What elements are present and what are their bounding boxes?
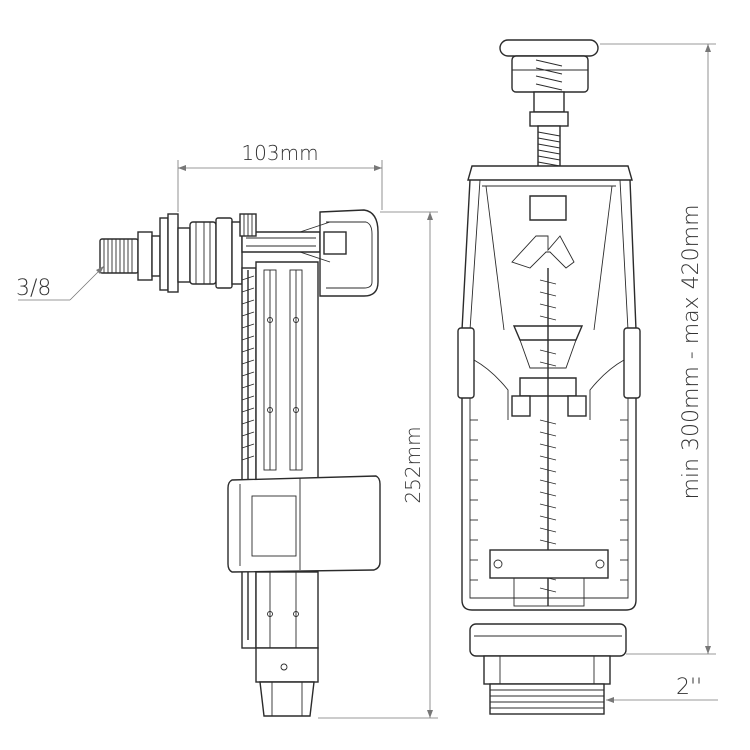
valve-body [227,261,381,717]
width-label: 103mm [241,141,318,165]
dimension-range: min 300mm - max 420mm [600,43,716,655]
adjuster-rod-ticks [241,275,255,461]
outlet-label: 2'' [676,675,702,700]
fill-valve-drawing [99,209,381,717]
valve-head [239,209,379,297]
cage-ribs-right [620,419,628,581]
dimension-height: 252mm [318,211,438,719]
thread-callout: 3/8 [16,265,105,301]
dimension-width: 103mm [177,141,383,212]
valve-cage [457,165,641,611]
push-button [499,39,599,169]
cage-ribs-left [470,419,478,581]
thread-label: 3/8 [16,276,51,301]
outlet-callout: 2'' [606,675,718,703]
flush-valve-drawing [457,39,641,715]
inlet-connector [99,213,243,293]
height-label: 252mm [401,426,425,503]
range-label: min 300mm - max 420mm [679,204,704,499]
valve-outlet [469,623,627,715]
